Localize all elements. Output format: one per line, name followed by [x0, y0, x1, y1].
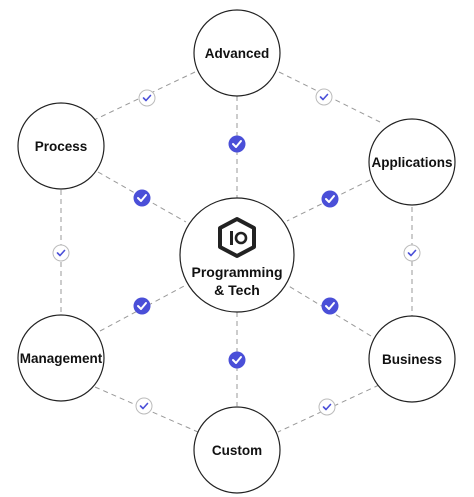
node-custom: Custom [193, 406, 281, 494]
node-business: Business [368, 315, 456, 403]
node-advanced-label: Advanced [205, 46, 270, 61]
node-business-label: Business [382, 352, 442, 367]
node-custom-label: Custom [212, 443, 262, 458]
check-circle-outline-icon [318, 398, 336, 416]
outer-checks [52, 88, 421, 416]
node-applications-label: Applications [371, 155, 452, 170]
check-circle-outline-icon [138, 89, 156, 107]
check-circle-filled-icon [321, 190, 339, 208]
node-advanced: Advanced [193, 9, 281, 97]
node-management: Management [17, 314, 105, 402]
check-circle-filled-icon [228, 351, 246, 369]
node-process-label: Process [35, 139, 88, 154]
node-management-label: Management [20, 351, 103, 366]
check-circle-filled-icon [133, 189, 151, 207]
check-circle-outline-icon [135, 397, 153, 415]
node-applications: Applications [368, 118, 456, 206]
check-circle-filled-icon [321, 297, 339, 315]
hexagon-logo-icon [218, 217, 256, 258]
center-node: Programming & Tech [179, 197, 295, 313]
node-process: Process [17, 102, 105, 190]
spoke-process [97, 171, 187, 223]
check-circle-filled-icon [228, 135, 246, 153]
check-circle-outline-icon [52, 244, 70, 262]
inner-checks [133, 135, 339, 369]
check-circle-outline-icon [403, 244, 421, 262]
check-circle-outline-icon [315, 88, 333, 106]
center-label-line2: & Tech [214, 282, 260, 298]
check-circle-filled-icon [133, 297, 151, 315]
center-label-line1: Programming [191, 264, 282, 280]
